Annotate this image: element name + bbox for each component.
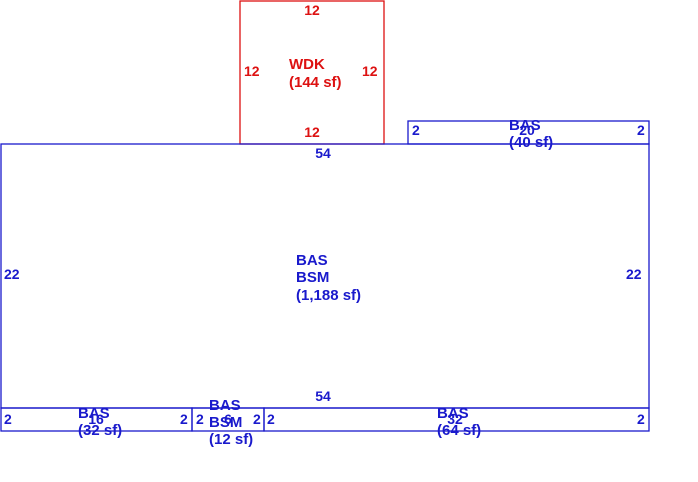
main-area: 54 54 22 22 BAS BSM (1,188 sf) — [0, 143, 650, 409]
main-label-bsm: BSM — [296, 269, 329, 286]
bottom-right-bump-area-sf: (64 sf) — [437, 422, 481, 439]
bottom-left-bump-dim-left: 2 — [4, 411, 12, 427]
bottom-left-bump-area-sf: (32 sf) — [78, 422, 122, 439]
main-area-sf: (1,188 sf) — [296, 287, 361, 304]
top-right-bump-outline — [407, 120, 650, 145]
bottom-mid-bump-dim-left: 2 — [196, 411, 204, 427]
bottom-right-bump-dim-right: 2 — [637, 411, 645, 427]
wdk-area-sf: (144 sf) — [289, 74, 342, 91]
bottom-mid-bump-dim-top: 6 — [224, 411, 232, 427]
top-right-bump: 20 2 2 BAS (40 sf) — [407, 117, 650, 151]
bottom-left-bump-dim-top: 16 — [88, 411, 104, 427]
top-right-bump-area-sf: (40 sf) — [509, 134, 553, 151]
bottom-right-bump-outline — [263, 407, 650, 432]
main-dim-right: 22 — [626, 266, 642, 282]
top-right-bump-label: BAS — [509, 117, 541, 134]
bottom-right-bump-dim-top: 32 — [447, 411, 463, 427]
bottom-left-bump-label: BAS — [78, 405, 110, 422]
main-dim-top: 54 — [315, 145, 331, 161]
bottom-mid-bump-area-sf: (12 sf) — [209, 431, 253, 448]
bottom-left-bump: 16 2 2 BAS (32 sf) — [0, 405, 193, 439]
bottom-mid-bump-dim-right: 2 — [253, 411, 261, 427]
main-label-bas: BAS — [296, 252, 328, 269]
top-right-bump-dim-right: 2 — [637, 122, 645, 138]
bottom-right-bump: 32 2 2 BAS (64 sf) — [263, 405, 650, 439]
wdk-dim-left: 12 — [244, 63, 260, 79]
bottom-left-bump-dim-right: 2 — [180, 411, 188, 427]
wdk-dim-right: 12 — [362, 63, 378, 79]
main-dim-bottom: 54 — [315, 388, 331, 404]
bottom-mid-bump: 6 2 2 BAS BSM (12 sf) — [191, 397, 265, 448]
bottom-mid-bump-label-bas: BAS — [209, 397, 241, 414]
wdk-dim-top: 12 — [304, 2, 320, 18]
top-right-bump-dim-top: 20 — [519, 122, 535, 138]
top-right-bump-dim-left: 2 — [412, 122, 420, 138]
bottom-right-bump-label: BAS — [437, 405, 469, 422]
main-dim-left: 22 — [4, 266, 20, 282]
wdk-dim-bottom: 12 — [304, 124, 320, 140]
bottom-right-bump-dim-left: 2 — [267, 411, 275, 427]
wdk-area: 12 12 12 12 WDK (144 sf) — [239, 0, 385, 145]
bottom-mid-bump-label-bsm: BSM — [209, 414, 242, 431]
wdk-label: WDK — [289, 56, 325, 73]
